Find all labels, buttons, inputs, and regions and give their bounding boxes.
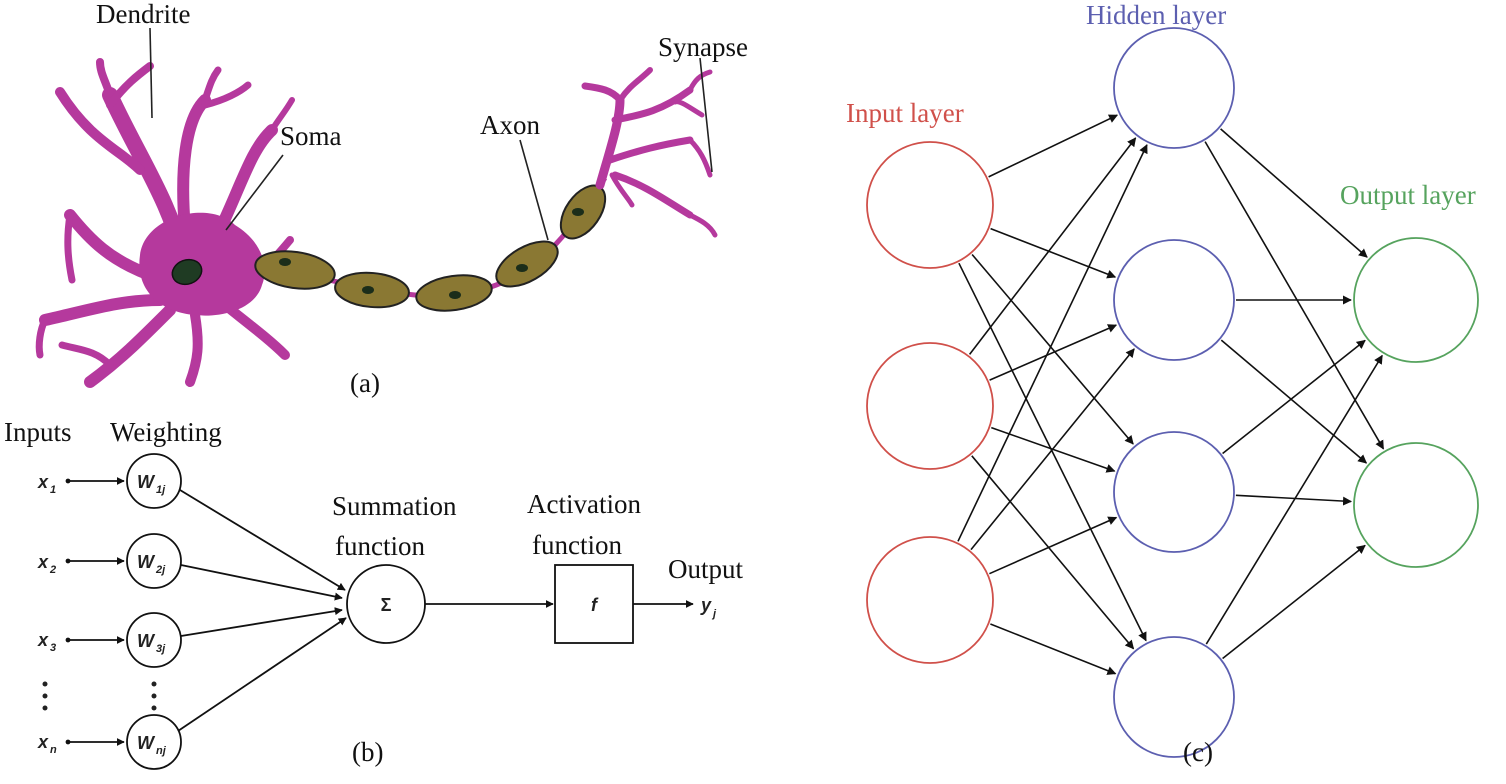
- svg-text:W: W: [137, 733, 156, 753]
- connection-input2-to-hidden1: [968, 137, 1137, 355]
- svg-text:nj: nj: [156, 745, 167, 757]
- connection-input2-to-hidden2: [989, 324, 1118, 381]
- activation-box: [554, 564, 634, 644]
- connection-input1-to-hidden3: [971, 253, 1134, 445]
- input-xn: x n: [37, 732, 57, 756]
- hidden-node-3: [1113, 431, 1235, 553]
- svg-text:n: n: [50, 744, 57, 756]
- input-x2: x 2: [37, 552, 56, 576]
- output-yj: y j: [700, 595, 717, 620]
- weight-w3j: W 3j: [126, 612, 182, 668]
- svg-text:W: W: [137, 472, 156, 492]
- network-diagram: Input layer Hidden layer Output layer (c…: [846, 0, 1479, 767]
- output-node-2: [1353, 442, 1479, 568]
- svg-text:j: j: [711, 608, 717, 620]
- input-node-2: [866, 342, 994, 470]
- input-ellipsis: [42, 681, 48, 711]
- svg-text:3: 3: [50, 642, 56, 654]
- connection-input1-to-hidden1: [988, 114, 1119, 178]
- connection-hidden4-to-output2: [1222, 544, 1366, 660]
- summation-label-2: function: [335, 531, 425, 561]
- input-x1: x 1: [37, 472, 56, 496]
- neuron-illustration: [35, 58, 718, 388]
- input-x3: x 3: [37, 630, 56, 654]
- hidden-node-2: [1113, 239, 1235, 361]
- myelin-sheaths: [254, 184, 607, 312]
- synapse-label: Synapse: [658, 32, 748, 62]
- inputs-header: Inputs: [4, 417, 72, 447]
- connection-input3-to-hidden3: [989, 516, 1118, 575]
- axon-terminals: [581, 67, 718, 238]
- output-layer-label: Output layer: [1340, 180, 1476, 210]
- svg-text:2: 2: [49, 564, 56, 576]
- connection-hidden1-to-output2: [1204, 141, 1385, 450]
- input-layer-label: Input layer: [846, 98, 964, 128]
- hidden-node-1: [1113, 27, 1235, 149]
- perceptron-diagram: Inputs Weighting x 1 x 2 x 3 x n: [4, 417, 744, 770]
- input-node-3: [866, 536, 994, 664]
- weighting-header: Weighting: [110, 417, 222, 447]
- activation-label-1: Activation: [527, 489, 641, 519]
- weight-ellipsis: [151, 681, 157, 711]
- svg-text:1: 1: [50, 484, 56, 496]
- svg-text:3j: 3j: [156, 643, 166, 655]
- svg-text:y: y: [700, 595, 712, 615]
- weight-w2j: W 2j: [126, 533, 182, 589]
- svg-text:x: x: [37, 630, 49, 650]
- activation-symbol: f: [591, 595, 599, 615]
- panel-c-caption: (c): [1183, 737, 1213, 767]
- panel-a-caption: (a): [350, 368, 380, 398]
- summation-symbol: Σ: [381, 595, 392, 615]
- activation-label-2: function: [532, 530, 622, 560]
- output-label: Output: [668, 554, 744, 584]
- svg-text:W: W: [137, 631, 156, 651]
- output-node-1: [1353, 237, 1479, 363]
- connection-input3-to-hidden4: [990, 623, 1117, 675]
- connection-input2-to-hidden4: [971, 455, 1135, 650]
- connection-hidden4-to-output1: [1205, 354, 1383, 645]
- network-nodes: [866, 27, 1479, 758]
- connection-input1-to-hidden4: [958, 262, 1147, 642]
- connection-hidden1-to-output1: [1220, 128, 1368, 258]
- connection-input3-to-hidden1: [957, 144, 1148, 542]
- svg-text:x: x: [37, 732, 49, 752]
- connection-input1-to-hidden2: [990, 227, 1117, 279]
- panel-b-caption: (b): [352, 737, 383, 767]
- svg-text:x: x: [37, 552, 49, 572]
- connection-input3-to-hidden2: [970, 348, 1135, 551]
- connection-hidden2-to-output2: [1220, 339, 1368, 464]
- summation-label-1: Summation: [332, 491, 457, 521]
- hidden-layer-label: Hidden layer: [1086, 0, 1226, 30]
- svg-text:W: W: [137, 552, 156, 572]
- svg-text:2j: 2j: [155, 564, 166, 576]
- input-arrows: [65, 477, 125, 746]
- nucleus: [171, 258, 203, 286]
- input-node-1: [866, 141, 994, 269]
- weight-arrows: [177, 489, 347, 732]
- svg-text:x: x: [37, 472, 49, 492]
- network-connections: [957, 114, 1385, 675]
- weight-wnj: W nj: [126, 714, 182, 770]
- svg-text:1j: 1j: [156, 484, 166, 496]
- axon-label: Axon: [480, 110, 540, 140]
- myelin-nuclei: [279, 208, 584, 299]
- soma-body: [139, 212, 265, 316]
- connection-hidden3-to-output1: [1222, 339, 1366, 455]
- dendrite-label: Dendrite: [96, 0, 190, 29]
- neuron-leader-lines: [149, 27, 713, 241]
- connection-hidden3-to-output2: [1235, 494, 1352, 506]
- hidden-node-4: [1113, 636, 1235, 758]
- soma-label: Soma: [280, 121, 342, 151]
- weight-w1j: W 1j: [126, 453, 182, 509]
